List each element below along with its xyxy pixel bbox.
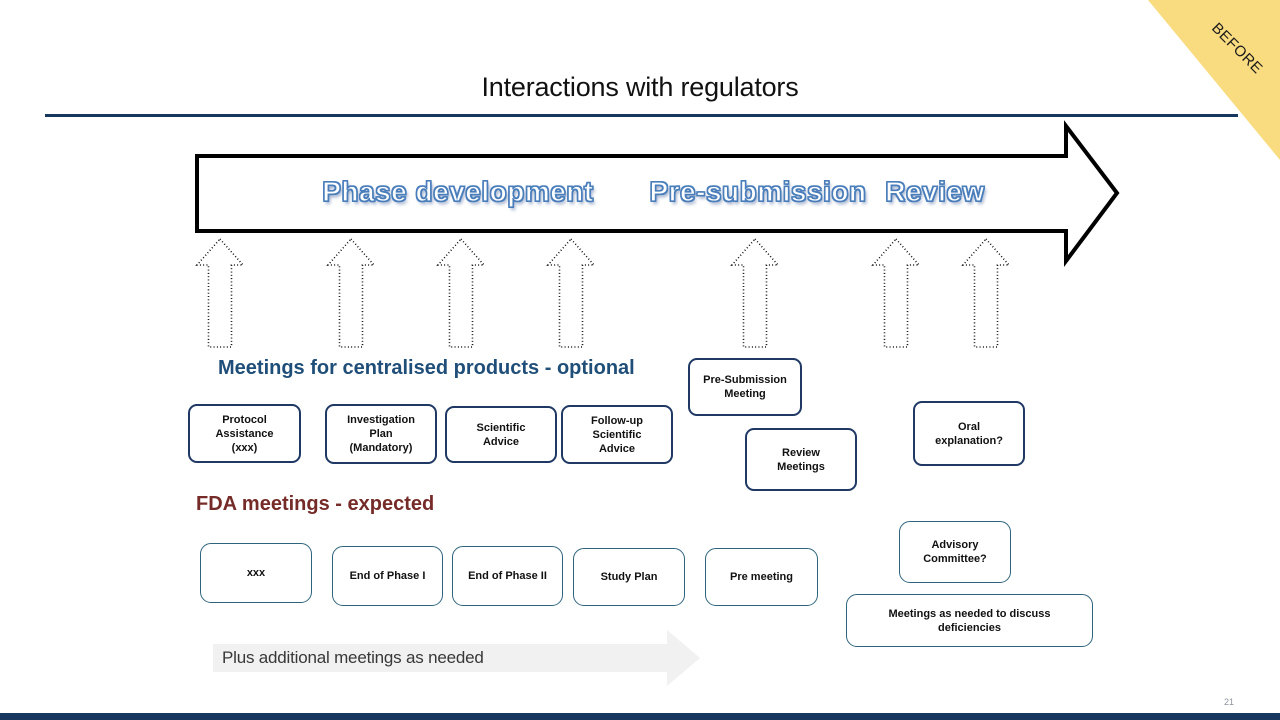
box-followup-scientific-advice: Follow-up Scientific Advice — [561, 405, 673, 464]
page-title: Interactions with regulators — [481, 72, 799, 102]
corner-ribbon — [1148, 0, 1280, 160]
phase-label-review: Review — [885, 175, 985, 207]
box-label: Investigation Plan (Mandatory) — [347, 414, 415, 454]
fda-section-heading: FDA meetings - expected — [196, 493, 435, 515]
box-protocol-assistance: Protocol Assistance (xxx) — [188, 404, 301, 463]
phase-label-presubmission: Pre-submission — [649, 175, 867, 207]
box-end-of-phase-1: End of Phase I — [332, 546, 443, 606]
dashed-arrow — [961, 237, 1011, 348]
dashed-arrow — [436, 237, 486, 348]
bottom-accent-bar — [0, 713, 1280, 720]
box-label: End of Phase I — [349, 570, 426, 582]
box-label: xxx — [246, 567, 266, 579]
box-deficiencies-meetings: Meetings as needed to discuss deficienci… — [846, 594, 1093, 647]
box-label: End of Phase II — [468, 570, 547, 582]
dashed-arrow — [546, 237, 596, 348]
box-scientific-advice: Scientific Advice — [445, 406, 557, 463]
footer-arrow — [213, 630, 700, 686]
box-label: Advisory Committee? — [923, 539, 987, 565]
footer-arrow-label: Plus additional meetings as needed — [222, 648, 484, 667]
box-label: Oral explanation? — [935, 420, 1003, 447]
ema-section-heading: Meetings for centralised products - opti… — [218, 357, 635, 379]
box-label: Follow-up Scientific Advice — [591, 414, 643, 455]
page-number: 21 — [1223, 697, 1234, 707]
box-label: Review Meetings — [777, 446, 825, 473]
dashed-arrow — [326, 237, 376, 348]
box-label: Pre meeting — [730, 571, 793, 583]
box-label: Protocol Assistance (xxx) — [215, 413, 274, 454]
box-pre-meeting: Pre meeting — [705, 548, 818, 606]
dashed-arrow — [195, 237, 245, 348]
box-label: Study Plan — [600, 571, 658, 583]
box-review-meetings: Review Meetings — [745, 428, 857, 491]
box-advisory-committee: Advisory Committee? — [899, 521, 1011, 583]
box-label: Pre-Submission Meeting — [703, 374, 787, 400]
title-underline — [45, 114, 1238, 117]
box-study-plan: Study Plan — [573, 548, 685, 606]
phase-label-development: Phase development — [322, 175, 594, 207]
box-end-of-phase-2: End of Phase II — [452, 546, 563, 606]
box-pre-submission-meeting: Pre-Submission Meeting — [688, 358, 802, 416]
box-oral-explanation: Oral explanation? — [913, 401, 1025, 466]
dashed-arrow — [730, 237, 780, 348]
timeline-arrow — [195, 120, 1120, 267]
box-label: Scientific Advice — [476, 421, 526, 448]
box-xxx: xxx — [200, 543, 312, 603]
dashed-arrow — [871, 237, 921, 348]
box-label: Meetings as needed to discuss deficienci… — [888, 607, 1051, 634]
box-investigation-plan: Investigation Plan (Mandatory) — [325, 404, 437, 464]
